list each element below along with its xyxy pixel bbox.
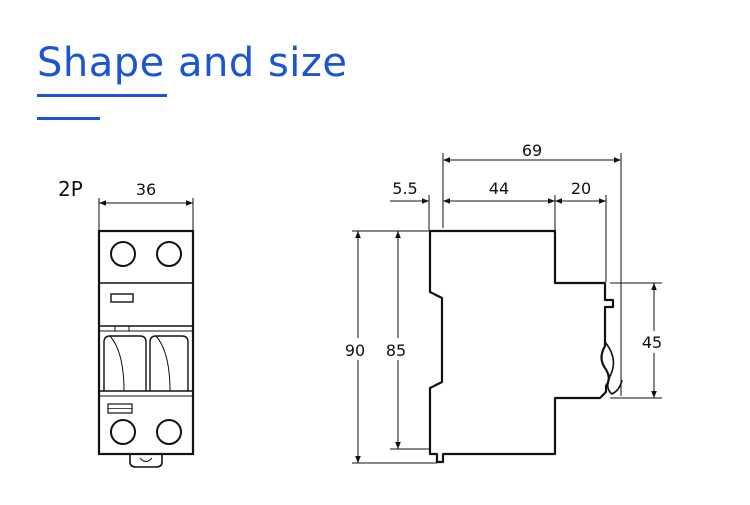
cap-depth-label: 20 [571, 179, 591, 198]
breaker-front-body [97, 229, 195, 468]
body-height-label: 85 [386, 341, 406, 360]
overall-depth-dimension [442, 153, 622, 396]
total-height-label-bg [340, 338, 370, 360]
depth-breakdown-dimensions [390, 195, 607, 282]
top-terminal-screw-right [156, 241, 182, 267]
title-underline [37, 94, 167, 97]
title-accent-bar [37, 117, 100, 120]
body-depth-label: 44 [489, 179, 509, 198]
rail-height-label-bg [637, 331, 671, 353]
top-terminal-screw-left [110, 241, 136, 267]
rail-offset-label: 5.5 [392, 179, 417, 198]
bottom-terminal-screw-right [156, 419, 182, 445]
din-rail-clip [604, 341, 623, 395]
page-title: Shape and size [37, 40, 348, 86]
rail-height-label: 45 [642, 333, 662, 352]
overall-depth-label: 69 [522, 141, 542, 160]
front-width-dimension [98, 198, 194, 230]
front-view: 2P 36 [58, 177, 195, 468]
bottom-terminal-screw-left [110, 419, 136, 445]
total-height-label: 90 [345, 341, 365, 360]
front-width-label: 36 [136, 180, 156, 199]
body-height-label-bg [381, 338, 411, 360]
pole-label: 2P [58, 177, 83, 201]
breaker-side-outline [428, 229, 615, 464]
side-view: 69 5.5 44 20 90 85 [340, 141, 671, 464]
